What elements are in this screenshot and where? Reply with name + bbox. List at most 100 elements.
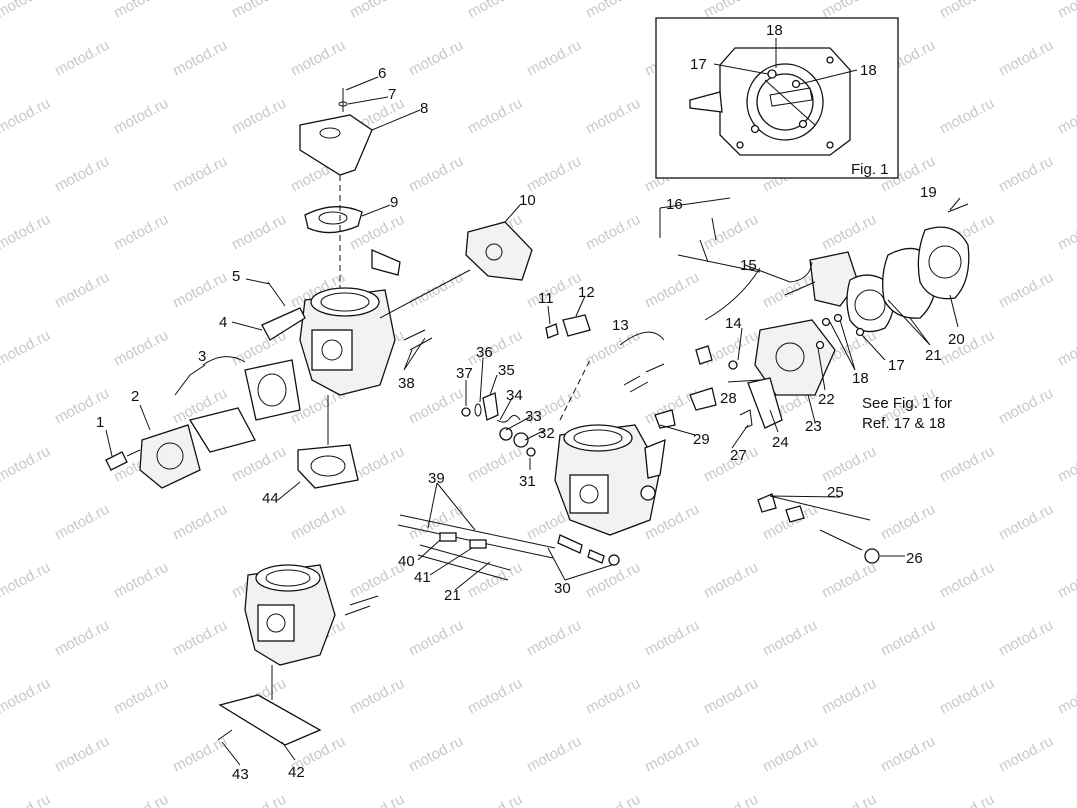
- label-18: 18: [852, 370, 869, 387]
- watermark-text: motod.ru: [583, 675, 643, 718]
- part-15-shaft: [784, 281, 816, 296]
- watermark-text: motod.ru: [465, 95, 525, 138]
- watermark-text: motod.ru: [1055, 791, 1077, 808]
- label-31: 31: [519, 473, 536, 490]
- part-20-cover-center: [928, 245, 962, 279]
- center-carb-bore: [563, 424, 633, 452]
- part-18-screw-a: [821, 317, 831, 327]
- part-10-guide-line: [379, 269, 471, 319]
- part-11-clip: [545, 323, 559, 339]
- watermark-text: motod.ru: [288, 37, 348, 80]
- label-44: 44: [262, 490, 279, 507]
- part-10-port: [485, 243, 503, 261]
- inset-caption: Fig. 1: [851, 161, 889, 178]
- watermark-text: motod.ru: [996, 153, 1056, 196]
- part-12-block: [562, 314, 591, 337]
- watermark-text: motod.ru: [406, 37, 466, 80]
- part-18-screw-b: [833, 313, 843, 323]
- watermark-text: motod.ru: [406, 617, 466, 660]
- label-40: 40: [398, 553, 415, 570]
- watermark-text: motod.ru: [52, 153, 112, 196]
- part-19-screw: [947, 203, 969, 213]
- label-9: 9: [390, 194, 398, 211]
- watermark-text: motod.ru: [170, 153, 230, 196]
- part-30-jet-c: [608, 554, 620, 566]
- label-20: 20: [948, 331, 965, 348]
- watermark-text: motod.ru: [347, 791, 407, 808]
- inset-throttle-shaft: [764, 79, 816, 126]
- lower-carb-screws: [344, 595, 379, 616]
- label-19: 19: [920, 184, 937, 201]
- part-13-links: [623, 363, 665, 393]
- part-10-pump-cover: [465, 221, 533, 281]
- watermark-text: motod.ru: [229, 0, 289, 22]
- watermark-text: motod.ru: [111, 95, 171, 138]
- watermark-text: motod.ru: [1055, 211, 1077, 254]
- watermark-text: motod.ru: [819, 559, 879, 602]
- label-17: 17: [888, 357, 905, 374]
- hose-upper-edge-1: [399, 514, 556, 549]
- watermark-text: motod.ru: [406, 153, 466, 196]
- watermark-text: motod.ru: [642, 617, 702, 660]
- leader-lines: [105, 76, 961, 766]
- watermark-text: motod.ru: [760, 617, 820, 660]
- watermark-text: motod.ru: [937, 0, 997, 22]
- label-6: 6: [378, 65, 386, 82]
- lower-carb-port: [266, 613, 286, 633]
- label-41: 41: [414, 569, 431, 586]
- part-22-screw-head: [815, 340, 825, 350]
- label-7: 7: [388, 86, 396, 103]
- label-37: 37: [456, 365, 473, 382]
- watermark-text: motod.ru: [524, 733, 584, 776]
- part-23-pump-chamber: [775, 342, 805, 372]
- part-8-cover-plate: [299, 114, 373, 176]
- watermark-text: motod.ru: [347, 675, 407, 718]
- label-39-lower: 21: [444, 587, 461, 604]
- label-34: 34: [506, 387, 523, 404]
- inset-linkage: [769, 87, 813, 107]
- part-22-washer: [728, 360, 738, 370]
- part-35-plate: [482, 392, 499, 421]
- watermark-text: motod.ru: [170, 617, 230, 660]
- label-10: 10: [519, 192, 536, 209]
- center-carb-bore-inner: [573, 429, 623, 447]
- watermark-text: motod.ru: [701, 211, 761, 254]
- part-38-screws: [403, 329, 433, 351]
- part-29-valve: [654, 409, 676, 429]
- watermark-text: motod.ru: [996, 269, 1056, 312]
- label-23: 23: [805, 418, 822, 435]
- watermark-text: motod.ru: [0, 211, 53, 254]
- part-44-gasket: [297, 444, 359, 489]
- part-44-hole: [310, 455, 346, 477]
- watermark-text: motod.ru: [1055, 675, 1077, 718]
- watermark-text: motod.ru: [819, 443, 879, 486]
- lower-carb-bore: [255, 564, 321, 592]
- watermark-text: motod.ru: [583, 0, 643, 22]
- watermark-text: motod.ru: [229, 791, 289, 808]
- label-29: 29: [693, 431, 710, 448]
- watermark-text: motod.ru: [701, 791, 761, 808]
- watermark-text: motod.ru: [701, 675, 761, 718]
- inset-bore-inner: [756, 73, 814, 131]
- part-4-tube: [261, 307, 306, 341]
- part-7-washer: [338, 101, 348, 107]
- part-23-pump-body: [754, 319, 836, 396]
- label-11: 11: [538, 290, 554, 307]
- watermark-text: motod.ru: [465, 675, 525, 718]
- watermark-text: motod.ru: [170, 733, 230, 776]
- hose-lower-edge-1: [419, 544, 511, 571]
- part-42-plate: [218, 694, 322, 746]
- watermark-text: motod.ru: [996, 733, 1056, 776]
- center-carb-port: [579, 484, 599, 504]
- inset-mount-hole-3: [736, 141, 744, 149]
- label-13: 13: [612, 317, 629, 334]
- part-25-spring: [785, 505, 805, 523]
- part-21-diaphragm: [846, 274, 895, 333]
- watermark-text: motod.ru: [937, 559, 997, 602]
- part-27-clip: [739, 409, 753, 429]
- note-line-1: See Fig. 1 for: [862, 395, 952, 412]
- watermark-text: motod.ru: [170, 501, 230, 544]
- inset-nozzle: [689, 91, 723, 113]
